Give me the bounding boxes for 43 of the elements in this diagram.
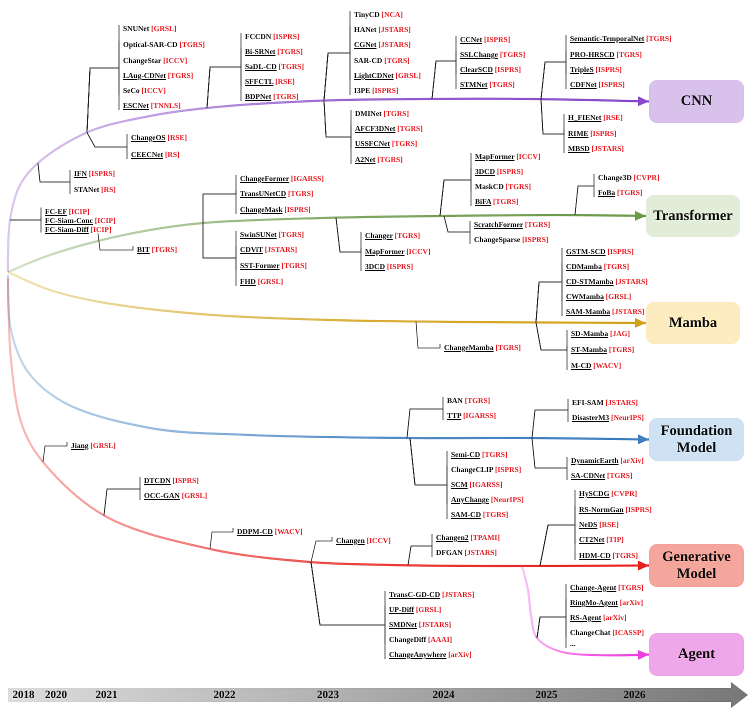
curved-arrow	[6, 96, 650, 272]
bracket-line	[42, 442, 68, 462]
bracket-line	[532, 410, 568, 438]
bracket-line	[202, 222, 236, 286]
category-box: Generative Model	[649, 544, 744, 587]
year-label: 2023	[317, 689, 339, 701]
bracket-line	[540, 98, 564, 154]
bracket-line	[10, 220, 42, 233]
year-label: 2018	[12, 689, 34, 701]
bracket-line	[416, 321, 440, 348]
bracket-line	[410, 438, 448, 520]
bracket-line	[536, 616, 566, 648]
bracket-line	[532, 438, 568, 480]
curved-arrow	[6, 278, 649, 571]
bracket-line	[336, 217, 362, 272]
bracket-line	[310, 562, 386, 660]
year-label: 2025	[536, 689, 558, 701]
category-box: Mamba	[646, 302, 740, 344]
curved-arrow	[8, 271, 646, 328]
bracket-line	[574, 186, 594, 216]
bracket-line	[536, 322, 568, 370]
bracket-line	[406, 408, 444, 438]
year-label: 2022	[214, 689, 236, 701]
bracket-line	[38, 162, 70, 194]
year-label: 2026	[624, 689, 646, 701]
year-label: 2024	[432, 689, 454, 701]
bracket-line	[444, 216, 470, 244]
bracket-line	[324, 100, 352, 164]
curved-arrow	[8, 210, 646, 274]
curved-arrow	[520, 566, 650, 660]
curved-arrow	[6, 275, 650, 444]
bracket-line	[408, 546, 432, 566]
category-box: Agent	[649, 633, 744, 676]
bracket-line	[86, 132, 128, 160]
year-label: 2021	[96, 689, 118, 701]
category-box: Transformer	[646, 195, 740, 237]
category-box: CNN	[649, 80, 744, 123]
bracket-line	[210, 528, 234, 550]
category-box: Foundation Model	[649, 418, 744, 461]
bracket-line	[310, 536, 332, 562]
year-label: 2020	[45, 689, 67, 701]
bracket-line	[98, 233, 134, 250]
bracket-line	[104, 488, 140, 516]
